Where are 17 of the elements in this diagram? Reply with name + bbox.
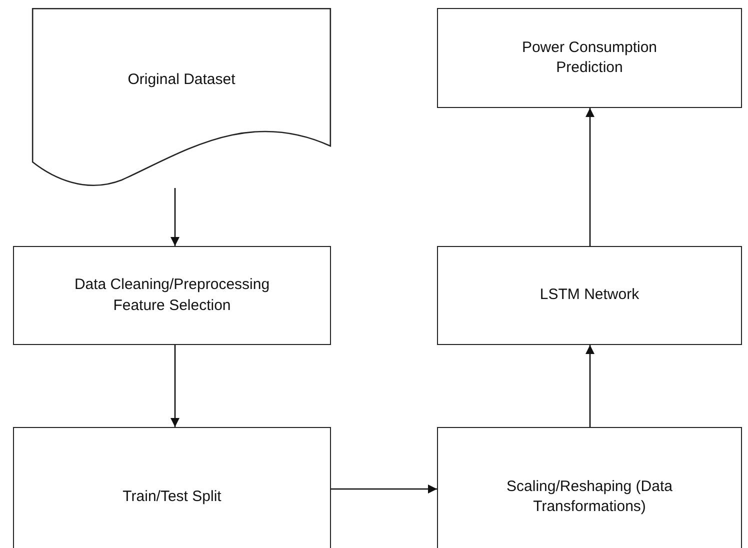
arrow xyxy=(586,108,594,246)
process-box xyxy=(13,427,331,548)
node-text: Power Consumption Prediction xyxy=(520,38,658,78)
node-text: LSTM Network xyxy=(538,285,640,306)
process-box xyxy=(13,246,331,345)
arrow xyxy=(586,345,594,427)
node-text: Scaling/Reshaping (Data Transformations) xyxy=(506,476,674,517)
process-box xyxy=(437,8,742,108)
document-shape xyxy=(32,8,331,188)
node-text: Data Cleaning/Preprocessing Feature Selection xyxy=(73,275,271,316)
arrow xyxy=(170,345,180,427)
process-box xyxy=(437,246,742,345)
node-text: Original Dataset xyxy=(126,70,236,90)
arrow xyxy=(331,484,437,494)
node-text: Train/Test Split xyxy=(122,486,222,507)
arrow xyxy=(170,188,180,246)
process-box xyxy=(437,427,742,548)
